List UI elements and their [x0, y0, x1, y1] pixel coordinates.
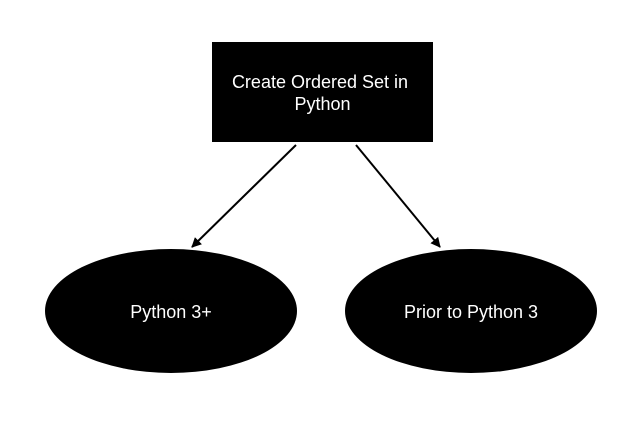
edge-root-to-python3 [191, 144, 297, 248]
root-node-box [212, 42, 433, 142]
child-node-python3: Python 3+ [45, 249, 297, 373]
child-node-prior-python3-shape [345, 249, 597, 373]
root-node: Create Ordered Set in Python [212, 42, 433, 142]
child-node-prior-python3-label: Prior to Python 3 [404, 302, 538, 322]
child-node-python3-shape [45, 249, 297, 373]
edge-root-to-prior-python3 [355, 144, 441, 248]
child-node-prior-python3: Prior to Python 3 [345, 249, 597, 373]
svg-text:Create Ordered Set in Py: Create Ordered Set in Python [232, 72, 413, 114]
root-node-label-line-2: Python [294, 94, 350, 114]
child-node-python3-label: Python 3+ [130, 302, 212, 322]
root-node-label-line-1: Create Ordered Set in [232, 72, 408, 92]
